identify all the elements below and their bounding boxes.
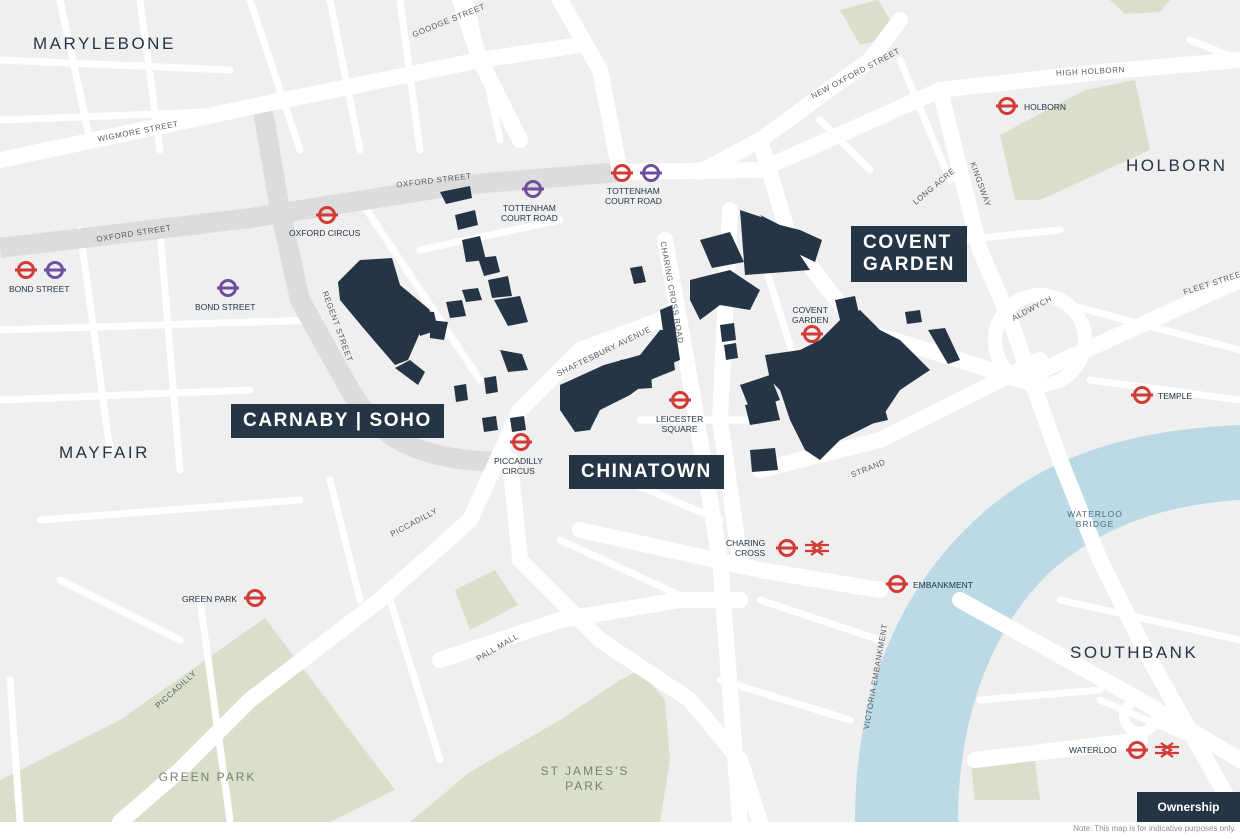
top-right-park <box>1110 0 1170 14</box>
underground-roundel-icon <box>886 575 908 593</box>
underground-roundel-icon <box>669 391 691 409</box>
underground-roundel-icon <box>776 539 798 557</box>
station-label-tottenham-court-road-b: TOTTENHAM COURT ROAD <box>605 186 662 206</box>
station-label-green-park: GREEN PARK <box>182 594 238 604</box>
elizabeth-line-roundel-icon <box>44 261 66 279</box>
disclaimer-note: Note: This map is for indicative purpose… <box>1073 824 1236 833</box>
station-label-temple: TEMPLE <box>1158 391 1193 401</box>
elizabeth-line-roundel-icon <box>640 164 662 182</box>
area-label-southbank: SOUTHBANK <box>1070 643 1199 662</box>
river-thames <box>855 425 1240 822</box>
elizabeth-line-roundel-icon <box>522 180 544 198</box>
green-park <box>0 618 395 822</box>
underground-roundel-icon <box>1126 741 1148 759</box>
waterloo-roundabout <box>1119 695 1161 737</box>
st-james-park <box>410 670 670 822</box>
underground-roundel-icon <box>15 261 37 279</box>
district-badge-chinatown[interactable]: CHINATOWN <box>569 455 724 489</box>
underground-roundel-icon <box>801 325 823 343</box>
underground-roundel-icon <box>510 433 532 451</box>
soho-square-park <box>455 570 518 630</box>
district-badge-carnaby-soho[interactable]: CARNABY | SOHO <box>231 404 444 438</box>
station-label-covent-garden: COVENT GARDEN <box>792 305 829 325</box>
oxford-street-band <box>0 162 621 258</box>
park-label-green-park: GREEN PARK <box>158 770 257 784</box>
national-rail-icon <box>805 540 829 556</box>
river-label-waterloo-bridge: WATERLOO BRIDGE <box>1067 509 1123 529</box>
underground-roundel-icon <box>1131 386 1153 404</box>
national-rail-icon <box>1155 742 1179 758</box>
station-label-holborn: HOLBORN <box>1024 102 1067 112</box>
station-label-leicester-square: LEICESTER SQUARE <box>656 414 704 434</box>
area-label-marylebone: MARYLEBONE <box>33 34 176 53</box>
station-label-waterloo: WATERLOO <box>1069 745 1117 755</box>
underground-roundel-icon <box>316 206 338 224</box>
station-label-oxford-circus: OXFORD CIRCUS <box>289 228 361 238</box>
ownership-legend-button[interactable]: Ownership <box>1137 792 1240 822</box>
map-canvas <box>0 0 1240 822</box>
station-label-tottenham-court-road-a: TOTTENHAM COURT ROAD <box>501 203 558 223</box>
ownership-blocks <box>338 186 960 472</box>
station-label-bond-street: BOND STREET <box>195 302 256 312</box>
elizabeth-line-roundel-icon <box>217 279 239 297</box>
district-badge-covent-garden[interactable]: COVENT GARDEN <box>851 226 967 282</box>
underground-roundel-icon <box>244 589 266 607</box>
station-label-embankment: EMBANKMENT <box>913 580 973 590</box>
park-label-st-james-park: ST JAMES'S PARK <box>540 764 630 793</box>
station-label-piccadilly-circus: PICCADILLY CIRCUS <box>494 456 543 476</box>
station-label-bond-street-west: BOND STREET <box>9 284 70 294</box>
underground-roundel-icon <box>996 97 1018 115</box>
map[interactable]: MARYLEBONE HOLBORN MAYFAIR SOUTHBANK GRE… <box>0 0 1240 822</box>
area-label-mayfair: MAYFAIR <box>59 443 150 462</box>
aldwych-roundabout <box>988 288 1092 392</box>
underground-roundel-icon <box>611 164 633 182</box>
station-label-charing-cross: CHARING CROSS <box>726 538 766 558</box>
lincolns-inn-fields <box>1000 80 1150 200</box>
area-label-holborn: HOLBORN <box>1126 156 1228 175</box>
